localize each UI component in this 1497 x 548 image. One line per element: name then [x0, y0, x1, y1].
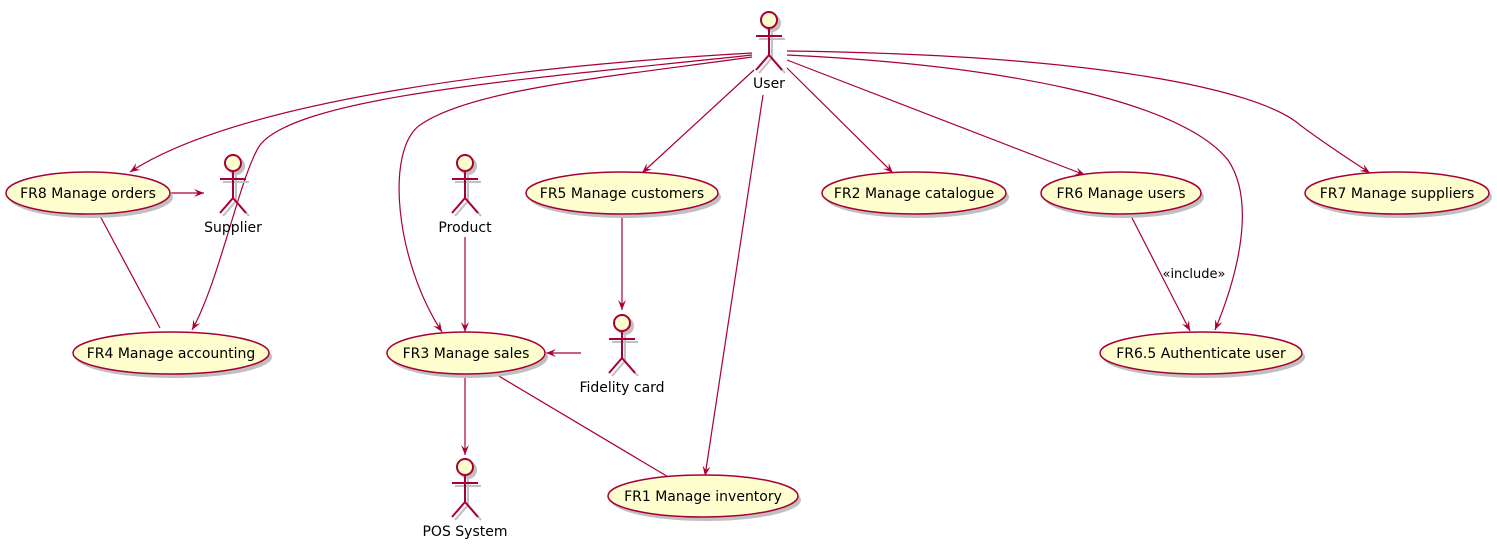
- edge-user-to-fr8: [129, 52, 753, 173]
- use-case-fr65[interactable]: FR6.5 Authenticate user: [1099, 331, 1305, 378]
- edge-user-to-fr7: [786, 50, 1371, 174]
- product-stick-figure-icon: [451, 154, 479, 214]
- edge-fr6-include-fr65: [1129, 213, 1191, 332]
- edge-user-to-fr3: [398, 56, 753, 333]
- edges: [98, 50, 1371, 479]
- include-label: «include»: [1162, 267, 1225, 282]
- actor-supplier-label: Supplier: [204, 220, 262, 236]
- use-case-fr5[interactable]: FR5 Manage customers: [525, 171, 721, 218]
- actor-fidelity-card[interactable]: Fidelity card: [579, 314, 665, 396]
- use-case-fr2-label: FR2 Manage catalogue: [834, 186, 994, 202]
- actor-user-label: User: [753, 76, 785, 92]
- actor-pos-system-label: POS System: [422, 524, 507, 540]
- edge-user-to-fr65: [786, 54, 1243, 331]
- use-case-fr3[interactable]: FR3 Manage sales: [386, 331, 548, 378]
- edge-user-to-fr4: [191, 54, 753, 331]
- fidelity-card-stick-figure-icon: [608, 314, 636, 374]
- use-case-fr2[interactable]: FR2 Manage catalogue: [821, 171, 1009, 218]
- use-case-fr8[interactable]: FR8 Manage orders: [5, 171, 173, 218]
- supplier-stick-figure-icon: [219, 154, 247, 214]
- use-case-fr1[interactable]: FR1 Manage inventory: [607, 474, 801, 521]
- use-case-fr7[interactable]: FR7 Manage suppliers: [1304, 171, 1492, 218]
- use-case-fr8-label: FR8 Manage orders: [20, 186, 156, 202]
- edge-user-to-fr1: [702, 94, 764, 477]
- edge-fr3-fr1: [491, 371, 671, 479]
- use-case-fr4[interactable]: FR4 Manage accounting: [72, 331, 272, 378]
- edge-user-to-fr5: [641, 69, 755, 174]
- edge-fr8-fr4: [98, 213, 161, 329]
- edge-user-to-fr2: [786, 67, 894, 174]
- actor-supplier[interactable]: Supplier: [204, 154, 262, 236]
- actor-pos-system[interactable]: POS System: [422, 458, 508, 540]
- actor-fidelity-card-label: Fidelity card: [579, 380, 664, 396]
- actor-user[interactable]: User: [753, 11, 786, 92]
- use-case-fr6[interactable]: FR6 Manage users: [1040, 171, 1204, 218]
- use-case-fr1-label: FR1 Manage inventory: [624, 489, 782, 505]
- use-case-fr7-label: FR7 Manage suppliers: [1320, 186, 1475, 202]
- use-case-fr5-label: FR5 Manage customers: [540, 186, 704, 202]
- user-stick-figure-icon: [755, 11, 783, 71]
- actor-product-label: Product: [438, 220, 492, 236]
- use-case-fr6-label: FR6 Manage users: [1056, 186, 1185, 202]
- use-case-fr3-label: FR3 Manage sales: [403, 346, 530, 362]
- pos-system-stick-figure-icon: [451, 458, 479, 518]
- use-case-fr4-label: FR4 Manage accounting: [87, 346, 256, 362]
- edge-user-to-fr6: [786, 59, 1086, 176]
- use-case-fr65-label: FR6.5 Authenticate user: [1116, 346, 1286, 362]
- actor-product[interactable]: Product: [438, 154, 492, 236]
